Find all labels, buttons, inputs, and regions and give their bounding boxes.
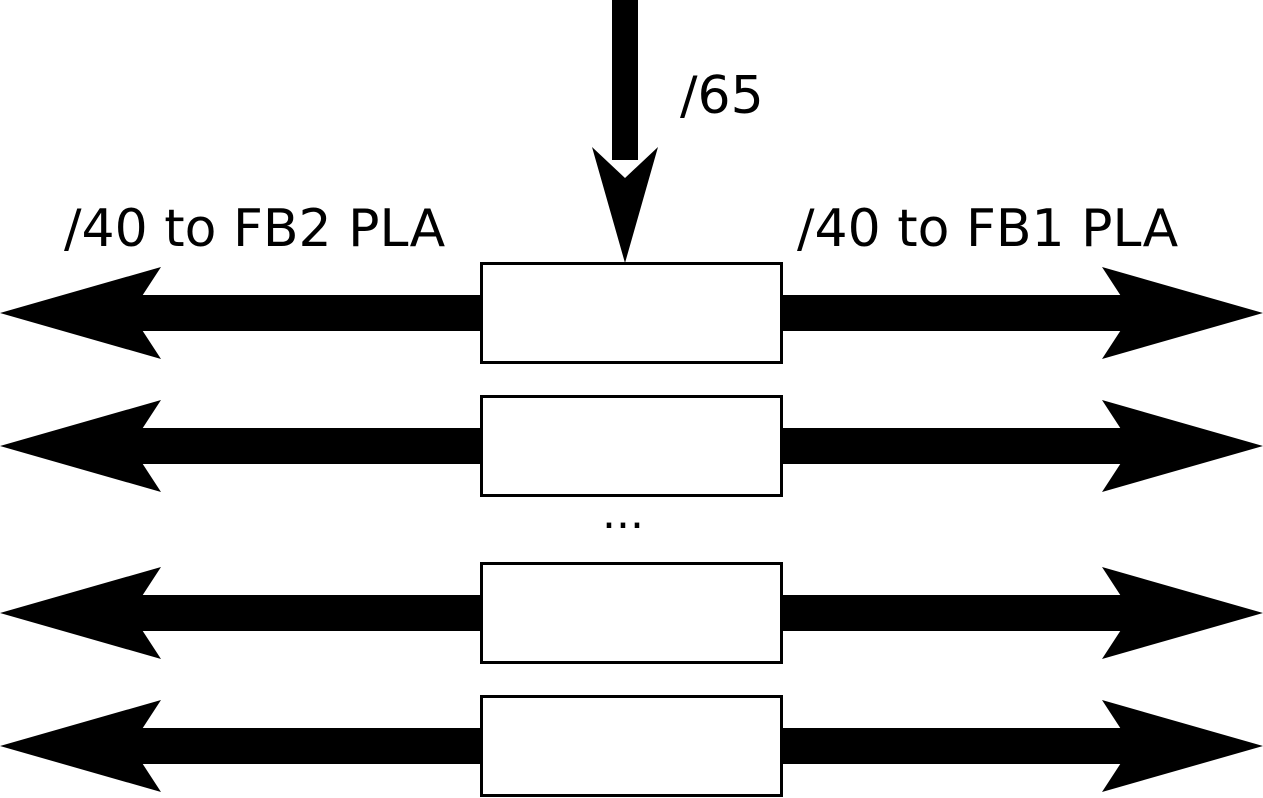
left-arrow-head	[0, 700, 161, 792]
left-arrow-head	[0, 400, 161, 492]
pla-block	[480, 562, 783, 664]
input-arrow-shaft	[612, 0, 638, 160]
bidirectional-row	[0, 562, 1263, 664]
input-arrow-head	[592, 147, 658, 263]
input-arrow	[592, 0, 658, 263]
pla-block	[480, 395, 783, 497]
right-arrow-shaft	[781, 728, 1143, 764]
bidirectional-row	[0, 262, 1263, 364]
left-output-label: /40 to FB2 PLA	[64, 199, 446, 259]
right-arrow-head	[1102, 567, 1263, 659]
left-arrow-shaft	[120, 428, 482, 464]
left-arrow-shaft	[120, 595, 482, 631]
left-arrow-shaft	[120, 728, 482, 764]
left-arrow-shaft	[120, 295, 482, 331]
bidirectional-row	[0, 695, 1263, 797]
ellipsis: ...	[602, 488, 644, 539]
input-width-label: /65	[680, 66, 764, 126]
right-arrow-shaft	[781, 595, 1143, 631]
bidirectional-row	[0, 395, 1263, 497]
right-arrow-head	[1102, 267, 1263, 359]
right-arrow-shaft	[781, 428, 1143, 464]
right-arrow-head	[1102, 700, 1263, 792]
right-arrow-shaft	[781, 295, 1143, 331]
pla-block	[480, 262, 783, 364]
left-arrow-head	[0, 567, 161, 659]
right-arrow-head	[1102, 400, 1263, 492]
right-output-label: /40 to FB1 PLA	[797, 199, 1179, 259]
pla-block	[480, 695, 783, 797]
left-arrow-head	[0, 267, 161, 359]
